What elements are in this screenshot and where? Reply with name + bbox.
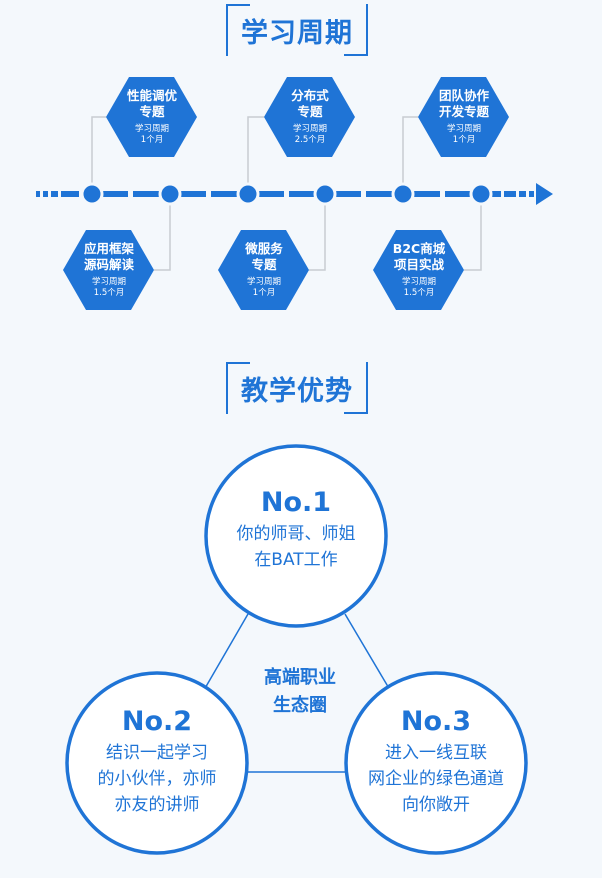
section-title-text: 教学优势 [241, 375, 353, 407]
topic-name: 微服务 专题 [245, 241, 283, 272]
hexagon-shape [264, 77, 355, 157]
timeline-dot [158, 182, 182, 206]
connector-line [344, 613, 391, 691]
advantage-item-3: No.3 进入一线互联 网企业的绿色通道 向你敞开 [346, 704, 526, 818]
topic-duration: 1个月 [140, 135, 164, 145]
advantage-number: No.3 [400, 706, 472, 737]
timeline-topic-microservice: 微服务 专题 学习周期 1个月 [220, 226, 308, 314]
topic-period-label: 学习周期 [292, 124, 327, 134]
topic-duration: 1个月 [452, 135, 476, 145]
connector-line [402, 116, 418, 194]
connector-line [464, 194, 482, 271]
advantage-description: 你的师哥、师姐 在BAT工作 [236, 524, 356, 570]
topic-name: B2C商城 项目实战 [392, 241, 446, 272]
topic-duration: 1.5个月 [93, 288, 125, 298]
topic-duration: 2.5个月 [294, 135, 326, 145]
hexagon-shape [218, 230, 309, 310]
connector-line [247, 116, 264, 194]
advantage-number: No.2 [121, 706, 193, 737]
hexagon-shape [63, 230, 154, 310]
topic-period-label: 学习周期 [446, 124, 481, 134]
topic-period-label: 学习周期 [91, 277, 126, 287]
topic-name: 性能调优 专题 [126, 88, 177, 119]
timeline-dot [469, 182, 493, 206]
timeline-topic-framework: 应用框架 源码解读 学习周期 1.5个月 [65, 226, 153, 314]
center-label: 高端职业 生态圈 [264, 667, 336, 716]
timeline-topic-teamwork: 团队协作 开发专题 学习周期 1个月 [420, 73, 508, 161]
timeline-dot [80, 182, 104, 206]
topic-name: 分布式 专题 [291, 88, 329, 119]
connector-line [91, 116, 106, 194]
section-title-text: 学习周期 [241, 17, 353, 49]
topic-duration: 1个月 [252, 288, 276, 298]
timeline-dot [391, 182, 415, 206]
topic-duration: 1.5个月 [403, 288, 435, 298]
connector-line [203, 613, 249, 691]
hexagon-shape [106, 77, 197, 157]
topic-period-label: 学习周期 [246, 277, 281, 287]
advantage-circle [65, 671, 249, 855]
hexagon-shape [373, 230, 464, 310]
advantage-number: No.1 [260, 487, 332, 518]
advantage-item-2: No.2 结识一起学习 的小伙伴，亦师 亦友的讲师 [72, 704, 242, 818]
advantage-circle [204, 444, 388, 628]
timeline-topic-distributed: 分布式 专题 学习周期 2.5个月 [266, 73, 354, 161]
timeline-topic-performance: 性能调优 专题 学习周期 1个月 [108, 73, 196, 161]
hexagon-shape [418, 77, 509, 157]
section-title-study-cycle: 学习周期 [226, 4, 368, 56]
timeline-topic-b2c-project: B2C商城 项目实战 学习周期 1.5个月 [375, 226, 463, 314]
connector-line [154, 194, 171, 271]
topic-name: 应用框架 源码解读 [83, 241, 134, 272]
topic-period-label: 学习周期 [401, 277, 436, 287]
timeline-dot [313, 182, 337, 206]
connector-line [309, 194, 326, 271]
advantage-description: 结识一起学习 的小伙伴，亦师 亦友的讲师 [97, 743, 217, 815]
timeline-dot [236, 182, 260, 206]
timeline-graphic [36, 77, 553, 310]
advantage-description: 进入一线互联 网企业的绿色通道 向你敞开 [368, 743, 504, 815]
advantage-item-1: No.1 你的师哥、师姐 在BAT工作 [211, 485, 381, 573]
section-title-teaching-advantages: 教学优势 [226, 362, 368, 414]
topic-name: 团队协作 开发专题 [438, 88, 489, 119]
topic-period-label: 学习周期 [134, 124, 169, 134]
advantage-circle [344, 671, 528, 855]
arrow-head-icon [536, 183, 553, 205]
